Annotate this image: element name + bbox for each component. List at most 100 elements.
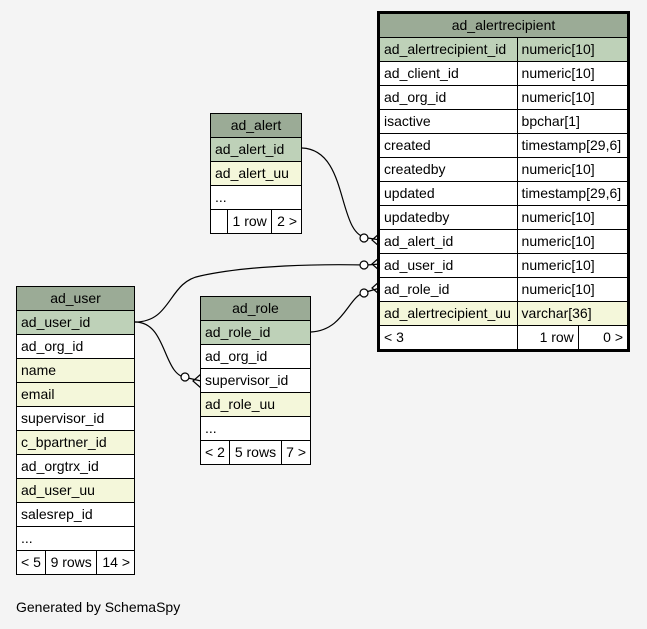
column-type: numeric[10] — [516, 253, 630, 278]
column-row[interactable]: ... — [200, 416, 311, 441]
column-row[interactable]: ad_orgtrx_id — [16, 454, 135, 479]
children-link[interactable]: 14 > — [96, 550, 135, 575]
generated-by-label: Generated by SchemaSpy — [16, 599, 181, 615]
row-count: 1 row — [516, 325, 579, 351]
column-name: ad_user_uu — [16, 478, 135, 503]
table-footer: < 5 9 rows 14 > — [16, 550, 135, 575]
table-header[interactable]: ad_alert — [210, 113, 302, 138]
column-name: created — [378, 133, 518, 158]
edge-ad-role-to-recipient — [310, 287, 381, 333]
table-header[interactable]: ad_alertrecipient — [378, 12, 629, 38]
column-name: createdby — [378, 157, 518, 182]
column-type: numeric[10] — [516, 205, 630, 230]
column-row[interactable]: ad_user_uu — [16, 478, 135, 503]
table-header[interactable]: ad_role — [200, 296, 311, 321]
column-row[interactable]: ad_org_id — [16, 334, 135, 359]
column-row[interactable]: ... — [210, 185, 302, 210]
row-count: 1 row — [227, 209, 273, 234]
column-name: ad_user_id — [16, 310, 135, 335]
parents-link[interactable]: < 5 — [16, 550, 46, 575]
edge-ad-user-to-role-supervisor — [134, 321, 202, 382]
column-name: ad_orgtrx_id — [16, 454, 135, 479]
column-row[interactable]: c_bpartner_id — [16, 430, 135, 455]
table-footer: < 2 5 rows 7 > — [200, 440, 311, 465]
column-type: varchar[36] — [516, 301, 630, 326]
children-link[interactable]: 2 > — [271, 209, 302, 234]
column-row[interactable]: salesrep_id — [16, 502, 135, 527]
children-link[interactable]: 0 > — [577, 325, 630, 351]
column-name: ad_role_id — [378, 277, 518, 302]
column-type: numeric[10] — [516, 229, 630, 254]
column-name: salesrep_id — [16, 502, 135, 527]
column-row[interactable]: ad_alert_uu — [210, 161, 302, 186]
column-row[interactable]: supervisor_id — [16, 406, 135, 431]
column-type: numeric[10] — [516, 37, 630, 62]
table-footer: < 3 1 row 0 > — [378, 325, 630, 351]
column-row[interactable]: ad_user_id — [16, 310, 135, 335]
parents-link[interactable] — [209, 209, 229, 234]
column-name: ad_client_id — [378, 61, 518, 86]
column-name: ad_alert_uu — [210, 161, 302, 186]
column-type: numeric[10] — [516, 61, 630, 86]
column-name: ... — [16, 526, 135, 551]
column-row[interactable]: ... — [16, 526, 135, 551]
column-name: ad_alert_id — [210, 137, 302, 162]
table-footer: 1 row 2 > — [209, 209, 302, 234]
column-row[interactable]: ad_role_id — [200, 320, 311, 345]
column-name: updated — [378, 181, 518, 206]
column-name: ad_org_id — [378, 85, 518, 110]
column-type: timestamp[29,6] — [516, 133, 630, 158]
column-name: supervisor_id — [16, 406, 135, 431]
column-type: numeric[10] — [516, 85, 630, 110]
column-name: email — [16, 382, 135, 407]
column-name: ad_alertrecipient_uu — [378, 301, 518, 326]
column-row[interactable]: ad_org_id — [200, 344, 311, 369]
column-name: ad_org_id — [16, 334, 135, 359]
table-header[interactable]: ad_user — [16, 286, 135, 311]
column-name: name — [16, 358, 135, 383]
column-name: ad_role_id — [200, 320, 311, 345]
parents-link[interactable]: < 3 — [378, 325, 518, 351]
column-name: ad_alertrecipient_id — [378, 37, 518, 62]
column-type: numeric[10] — [516, 277, 630, 302]
column-row[interactable]: name — [16, 358, 135, 383]
column-type: bpchar[1] — [516, 109, 630, 134]
edge-ad-alert-to-recipient — [301, 147, 381, 241]
parents-link[interactable]: < 2 — [200, 440, 230, 465]
column-name: ad_alert_id — [378, 229, 518, 254]
optional-circles — [180, 233, 369, 382]
row-count: 9 rows — [44, 550, 98, 575]
column-type: timestamp[29,6] — [516, 181, 630, 206]
column-row[interactable]: ad_alert_id — [210, 137, 302, 162]
column-name: c_bpartner_id — [16, 430, 135, 455]
column-name: ad_org_id — [200, 344, 311, 369]
column-name: isactive — [378, 109, 518, 134]
column-name: ad_user_id — [378, 253, 518, 278]
column-name: supervisor_id — [200, 368, 311, 393]
column-row[interactable]: email — [16, 382, 135, 407]
column-name: ad_role_uu — [200, 392, 311, 417]
column-name: updatedby — [378, 205, 518, 230]
children-link[interactable]: 7 > — [281, 440, 311, 465]
column-name: ... — [210, 185, 302, 210]
column-row[interactable]: supervisor_id — [200, 368, 311, 393]
column-name: ... — [200, 416, 311, 441]
column-type: numeric[10] — [516, 157, 630, 182]
column-row[interactable]: ad_role_uu — [200, 392, 311, 417]
